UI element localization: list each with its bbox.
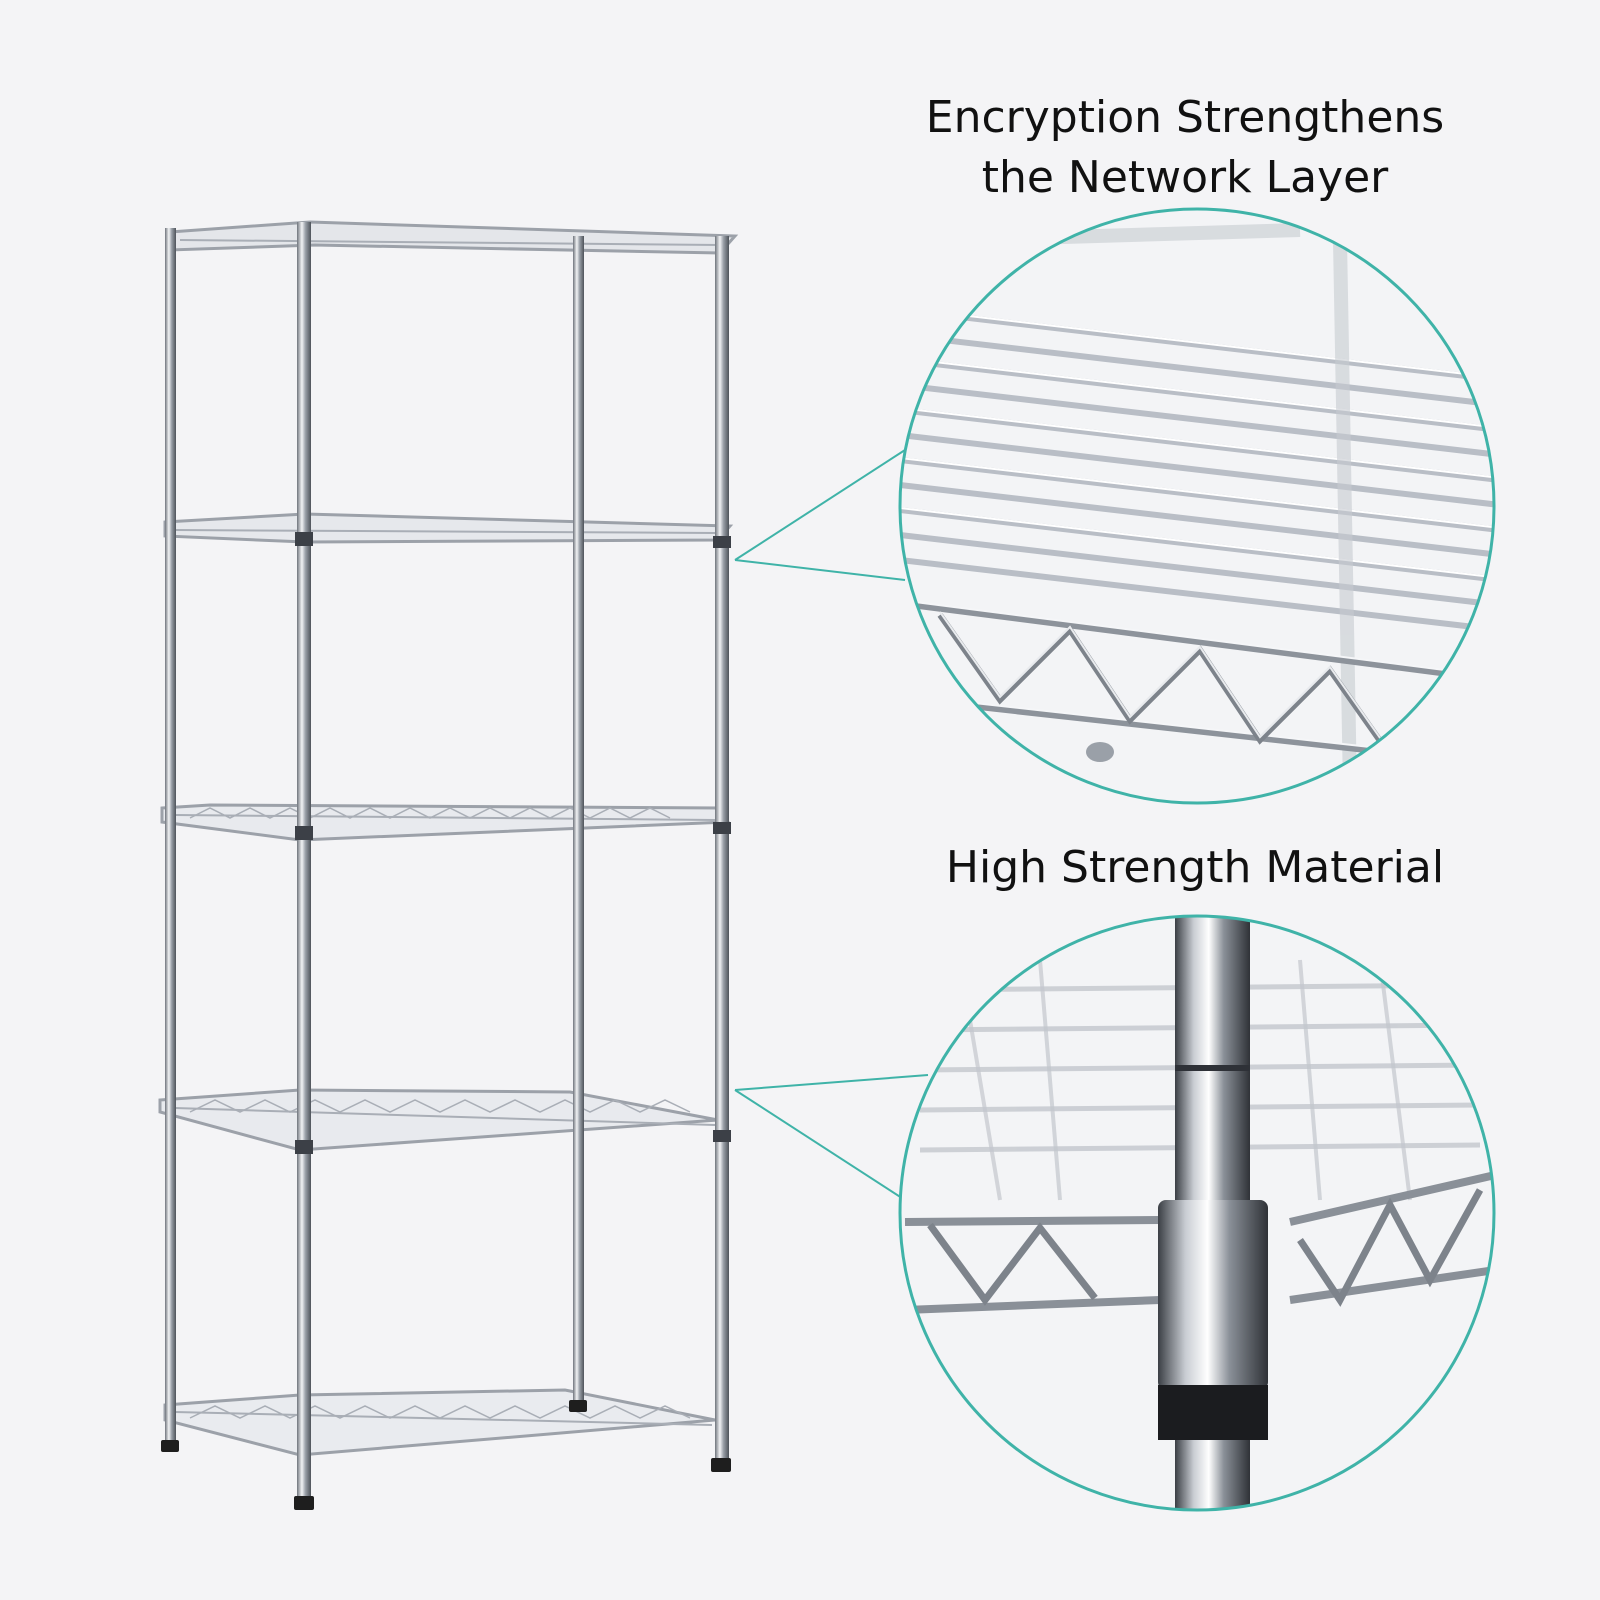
pole-front-right <box>715 236 729 1466</box>
pole-back-left <box>165 228 176 1448</box>
callout-lines <box>734 449 929 1201</box>
detail-circle-pole <box>898 914 1496 1512</box>
shelving-unit <box>158 220 739 1510</box>
shelf-bottom <box>163 1388 716 1457</box>
pole-front-left <box>297 222 311 1502</box>
callout-top-line-1: Encryption Strengthens <box>925 92 1445 143</box>
callout-bottom-caption: High Strength Material <box>945 842 1445 893</box>
shelf-3 <box>160 803 731 842</box>
feet <box>161 1400 731 1510</box>
shelf-2 <box>163 512 734 544</box>
pole-back-right <box>573 236 584 1406</box>
shelf-top <box>168 220 739 255</box>
shelf-4 <box>158 1088 719 1152</box>
callout-top-line-2: the Network Layer <box>981 152 1389 203</box>
callout-top-caption: Encryption Strengthens the Network Layer <box>835 88 1535 208</box>
detail-circle-mesh <box>898 207 1496 805</box>
